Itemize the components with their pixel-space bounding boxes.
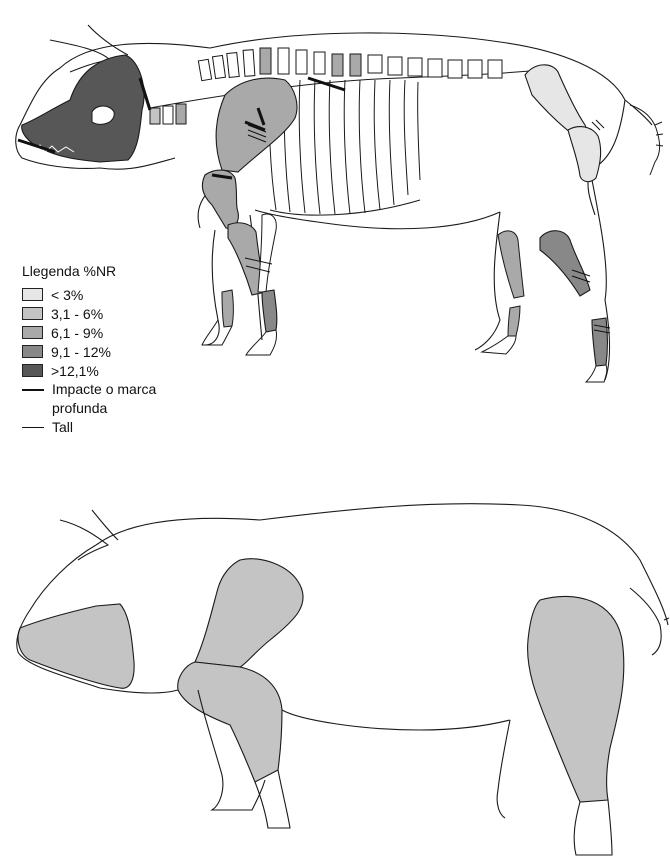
legend-thin-line <box>22 427 44 428</box>
legend-label-5: >12,1% <box>51 363 99 379</box>
legend-swatch-4 <box>22 345 43 358</box>
ham-region <box>528 596 624 802</box>
legend-row-2: 3,1 - 6% <box>22 304 162 323</box>
legend-label-4: 9,1 - 12% <box>51 344 111 360</box>
legend-row-1: < 3% <box>22 285 162 304</box>
skull-orbit <box>92 106 114 124</box>
fore-metapodial-region <box>262 290 277 332</box>
legend-label-3: 6,1 - 9% <box>51 325 103 341</box>
legend-row-4: 9,1 - 12% <box>22 342 162 361</box>
legend-label-1: < 3% <box>51 287 83 303</box>
upper-hooves <box>202 320 607 382</box>
legend-thick-line <box>22 389 44 391</box>
legend-thick-line-label: Impacte o marca profunda <box>52 380 162 418</box>
upper-tail <box>630 105 663 175</box>
humerus-region <box>202 170 238 228</box>
legend: Llegenda %NR < 3% 3,1 - 6% 6,1 - 9% 9,1 … <box>22 263 162 437</box>
legend-swatch-3 <box>22 326 43 339</box>
forelimb-region <box>178 662 282 782</box>
legend-row-5: >12,1% <box>22 361 162 380</box>
femur-region <box>568 127 601 182</box>
legend-swatch-5 <box>22 364 43 377</box>
legend-swatch-1 <box>22 288 43 301</box>
legend-swatch-2 <box>22 307 43 320</box>
lower-pig-regions <box>18 559 624 802</box>
legend-row-3: 6,1 - 9% <box>22 323 162 342</box>
legend-thick-line-row: Impacte o marca profunda <box>22 380 162 418</box>
hind-left-tibia <box>498 231 524 298</box>
legend-thin-line-label: Tall <box>52 418 73 437</box>
upper-hind-leg-outline <box>475 170 610 380</box>
hind-left-metatarsal <box>508 306 520 336</box>
tibia-region <box>540 231 590 296</box>
shoulder-region <box>195 559 303 667</box>
legend-label-2: 3,1 - 6% <box>51 306 103 322</box>
forelimb-lower-bones <box>258 214 276 292</box>
legend-title: Llegenda %NR <box>22 263 162 279</box>
legend-thin-line-row: Tall <box>22 418 162 437</box>
fore-left-metapodial <box>222 290 234 327</box>
head-region <box>18 604 134 688</box>
